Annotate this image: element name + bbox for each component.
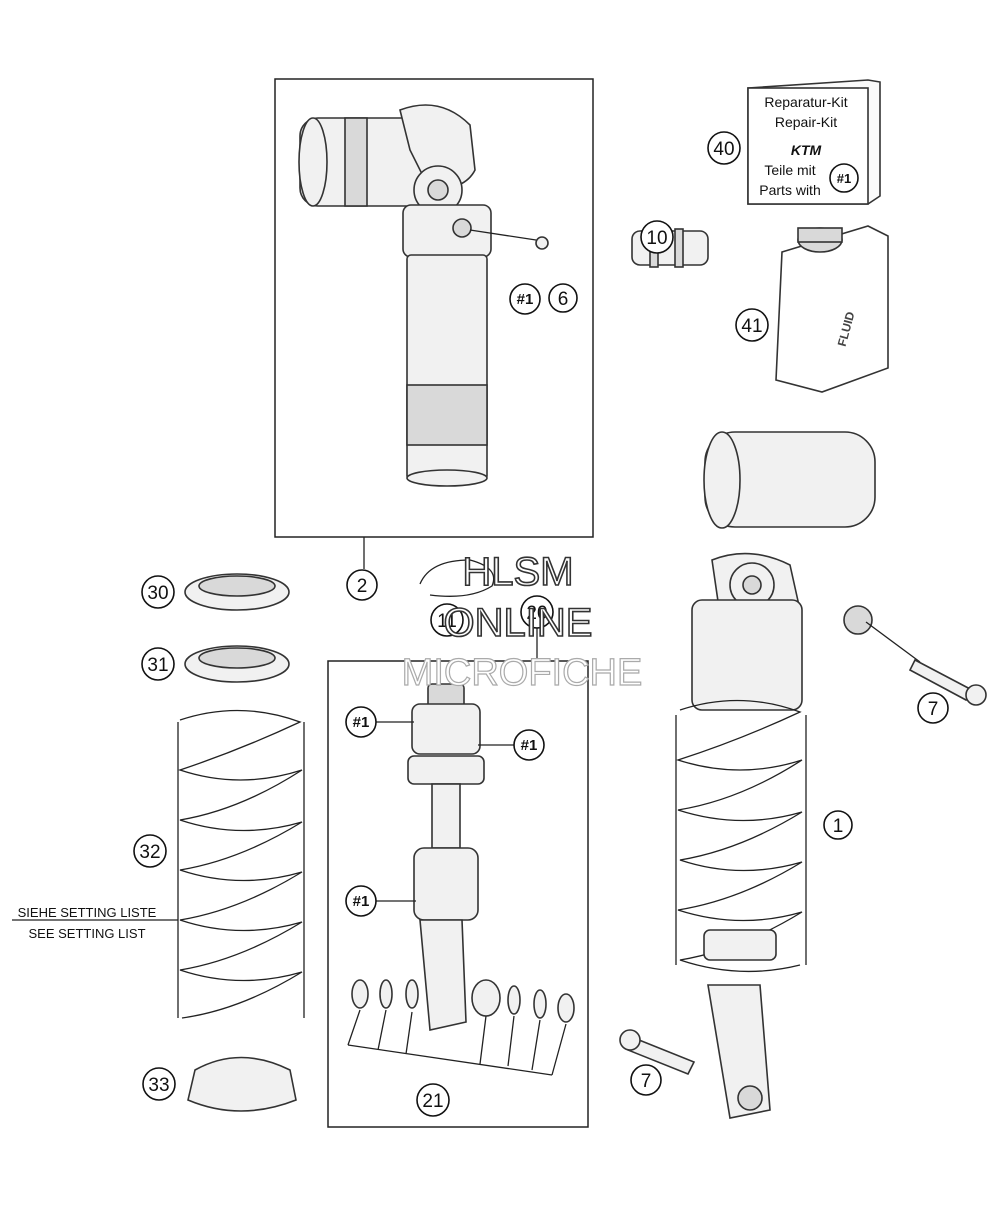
callout-7-upper: 7 [917, 692, 949, 724]
svg-text:7: 7 [928, 699, 939, 720]
callout-32: 32 [133, 834, 167, 868]
svg-text:#1: #1 [521, 737, 538, 754]
circlip-11 [419, 559, 495, 597]
svg-text:32: 32 [139, 842, 160, 863]
bolt-7-upper [908, 658, 974, 702]
callout-11: 11 [430, 603, 464, 637]
svg-text:10: 10 [646, 228, 667, 249]
callout-30: 30 [141, 575, 175, 609]
kit-tag-rod-top-right: #1 [478, 729, 545, 761]
svg-text:30: 30 [147, 583, 168, 604]
washer-6 [535, 236, 549, 250]
callout-10: 10 [640, 220, 674, 254]
complete-shock-illustration [675, 431, 876, 1119]
watermark-line3: MICROFICHE [402, 652, 643, 694]
spring-note-line2: SEE SETTING LIST [28, 926, 145, 941]
shock-body-group-box [274, 78, 594, 538]
svg-text:33: 33 [148, 1075, 169, 1096]
svg-text:#1: #1 [353, 714, 370, 731]
kit-tag: #1 [837, 171, 851, 186]
svg-text:40: 40 [713, 139, 734, 160]
fluid-can: FLUID [775, 225, 889, 393]
callout-20: 20 [520, 595, 554, 629]
kit-label-line1: Reparatur-Kit [764, 94, 847, 110]
kit-tag-rod-bottom: #1 [345, 885, 416, 917]
watermark-line1: HLSM [462, 550, 573, 594]
callout-40: 40 [707, 131, 741, 165]
svg-text:20: 20 [526, 603, 547, 624]
svg-text:#1: #1 [353, 893, 370, 910]
callout-1: 1 [823, 810, 853, 840]
damper-rod-group-box [327, 660, 589, 1128]
kit-label-line3: Teile mit [764, 162, 815, 178]
watermark-line2: ONLINE [444, 601, 593, 645]
callout-21: 21 [416, 1083, 450, 1117]
kit-tag-rod-top-left: #1 [345, 706, 414, 738]
svg-text:#1: #1 [517, 291, 534, 308]
svg-text:7: 7 [641, 1071, 652, 1092]
part-21-leaders [347, 1009, 567, 1076]
spring-note-line1: SIEHE SETTING LISTE [18, 905, 157, 920]
spring-retainer-33 [187, 1056, 297, 1112]
kit-label-line4: Parts with [759, 182, 820, 198]
svg-text:11: 11 [437, 611, 457, 632]
callout-31: 31 [141, 647, 175, 681]
repair-kit-box: Reparatur-Kit Repair-Kit KTM Teile mit P… [747, 79, 881, 205]
svg-text:31: 31 [147, 655, 168, 676]
kit-label-line2: Repair-Kit [775, 114, 837, 130]
callout-6: 6 [548, 283, 578, 313]
svg-text:2: 2 [357, 576, 368, 597]
spring-32 [177, 709, 305, 1019]
svg-text:1: 1 [833, 816, 844, 837]
shock-body-illustration [298, 104, 492, 487]
kit-tag-body: #1 [509, 283, 541, 315]
callout-2: 2 [346, 569, 378, 601]
ktm-logo: KTM [791, 142, 822, 158]
svg-text:41: 41 [741, 316, 762, 337]
callout-33: 33 [142, 1067, 176, 1101]
svg-text:6: 6 [558, 289, 569, 310]
damper-rod-illustration [351, 683, 575, 1031]
callout-7-lower: 7 [630, 1064, 662, 1096]
callout-41: 41 [735, 308, 769, 342]
svg-text:21: 21 [422, 1091, 443, 1112]
